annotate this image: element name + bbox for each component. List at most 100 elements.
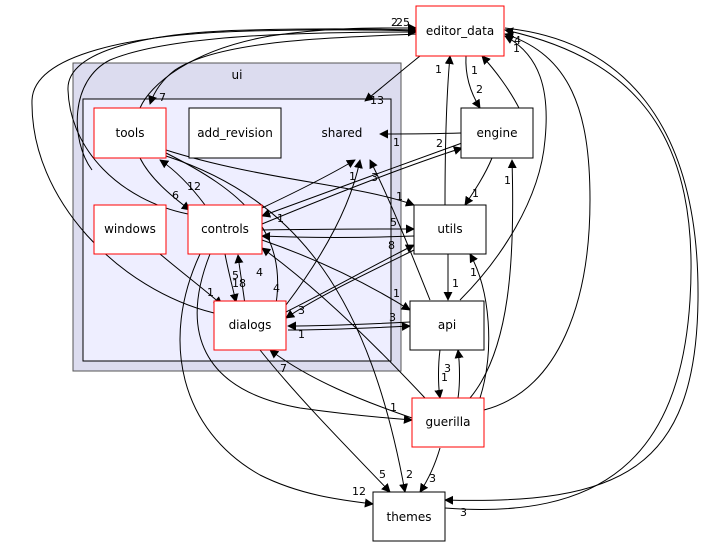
node-controls-label: controls — [201, 222, 249, 236]
edge-engine-editor — [481, 55, 521, 111]
edge-label: 13 — [370, 94, 384, 107]
edge-label: 12 — [352, 485, 366, 498]
edge-label: 1 — [277, 212, 284, 225]
node-tools[interactable]: tools — [93, 107, 167, 159]
edge-tools-utils — [165, 149, 415, 207]
edge-dialogs-themes — [259, 349, 391, 493]
nodes: editor_data tools add_revision shared en… — [93, 5, 534, 542]
edge-label: 2 — [436, 137, 443, 150]
edge-label: 1 — [470, 266, 477, 279]
node-utils-label: utils — [437, 222, 462, 236]
edge-label: 3 — [298, 304, 305, 317]
edge-label: 3 — [460, 506, 467, 519]
edge-guerilla-dialogs — [269, 349, 413, 419]
node-windows[interactable]: windows — [93, 204, 167, 255]
edge-label: 3 — [371, 171, 378, 184]
edge-guerilla-controls — [261, 247, 426, 399]
edge-label: 1 — [298, 328, 305, 341]
edge-editor-engine — [465, 55, 481, 109]
node-add-revision[interactable]: add_revision — [188, 107, 282, 159]
edge-dialogs-api — [287, 321, 411, 331]
edge-controls-editor — [67, 25, 417, 215]
edge-api-shared — [369, 159, 431, 301]
cluster-ui-title: ui — [232, 68, 243, 82]
edge-editor-themes — [444, 27, 699, 505]
edge-label: 5 — [379, 468, 386, 481]
edge-editor-shared — [364, 55, 421, 102]
edge-controls-guerilla — [196, 253, 413, 424]
edge-utils-dialogs — [285, 249, 415, 319]
edge-label: 1 — [504, 174, 511, 187]
edge-label: 4 — [273, 282, 280, 295]
node-tools-label: tools — [116, 126, 145, 140]
edge-label: 1 — [471, 64, 478, 77]
edge-editor-tools — [148, 33, 417, 105]
edge-labels: 7 2 25 13 1 4 1 1 2 2 1 1 1 6 12 1 3 1 5… — [159, 16, 521, 519]
edge-label: 2 — [406, 468, 413, 481]
node-controls[interactable]: controls — [187, 204, 263, 255]
edge-label: 4 — [514, 34, 521, 47]
edge-label: 2 — [476, 83, 483, 96]
node-editor-data[interactable]: editor_data — [415, 5, 505, 57]
node-dialogs[interactable]: dialogs — [213, 300, 287, 351]
edge-dialogs-shared — [285, 159, 363, 306]
node-api[interactable]: api — [409, 300, 485, 351]
node-guerilla[interactable]: guerilla — [411, 397, 485, 448]
edge-label: 2 — [391, 16, 398, 29]
edge-label: 3 — [444, 362, 451, 375]
edge-label: 1 — [472, 187, 479, 200]
edge-label: 6 — [172, 189, 179, 202]
edge-label: 18 — [232, 277, 246, 290]
edge-controls-dialogs — [224, 253, 239, 303]
edge-engine-utils — [464, 157, 493, 206]
node-dialogs-label: dialogs — [229, 318, 272, 332]
node-shared-label: shared — [322, 126, 363, 140]
node-engine[interactable]: engine — [460, 107, 534, 159]
edge-tools-controls — [139, 157, 191, 211]
edge-label: 1 — [452, 277, 459, 290]
edge-engine-shared — [379, 129, 462, 139]
edges — [31, 23, 699, 510]
edge-label: 5 — [390, 216, 397, 229]
edge-label: 1 — [393, 287, 400, 300]
edge-label: 3 — [389, 311, 396, 324]
node-shared[interactable]: shared — [322, 126, 363, 140]
edge-label: 1 — [513, 42, 520, 55]
edge-label: 25 — [396, 16, 410, 29]
edge-guerilla-editor — [483, 32, 591, 411]
edge-controls-shared — [261, 159, 356, 209]
node-windows-label: windows — [104, 222, 156, 236]
node-engine-label: engine — [477, 126, 518, 140]
edge-label: 1 — [435, 63, 442, 76]
edge-engine-controls — [261, 142, 463, 218]
edge-controls-tools — [159, 159, 206, 206]
edge-windows-editor — [76, 27, 417, 171]
node-utils[interactable]: utils — [413, 204, 487, 255]
edge-label: 5 — [232, 269, 239, 282]
edge-guerilla-api — [454, 349, 464, 399]
edge-api-guerilla — [434, 349, 444, 399]
edge-tools-editor — [139, 23, 417, 109]
edge-label: 1 — [390, 401, 397, 414]
edge-utils-controls — [261, 231, 415, 241]
edge-guerilla-engine — [469, 159, 517, 399]
node-themes-label: themes — [386, 510, 431, 524]
edge-themes-editor — [444, 27, 692, 510]
edge-label: 1 — [393, 136, 400, 149]
node-api-label: api — [438, 318, 456, 332]
edge-guerilla-themes — [419, 447, 441, 493]
node-themes[interactable]: themes — [372, 491, 446, 542]
edge-label: 1 — [349, 170, 356, 183]
node-guerilla-label: guerilla — [426, 415, 471, 429]
edge-label: 3 — [429, 472, 436, 485]
edge-label: 8 — [388, 239, 395, 252]
edge-label: 7 — [280, 362, 287, 375]
edge-label: 1 — [441, 371, 448, 384]
edge-controls-api — [261, 239, 411, 311]
edge-label: 1 — [207, 286, 214, 299]
edge-label: 12 — [187, 180, 201, 193]
edge-label: 7 — [159, 91, 166, 104]
edge-controls-engine — [261, 146, 463, 225]
edge-controls-utils — [261, 224, 415, 234]
